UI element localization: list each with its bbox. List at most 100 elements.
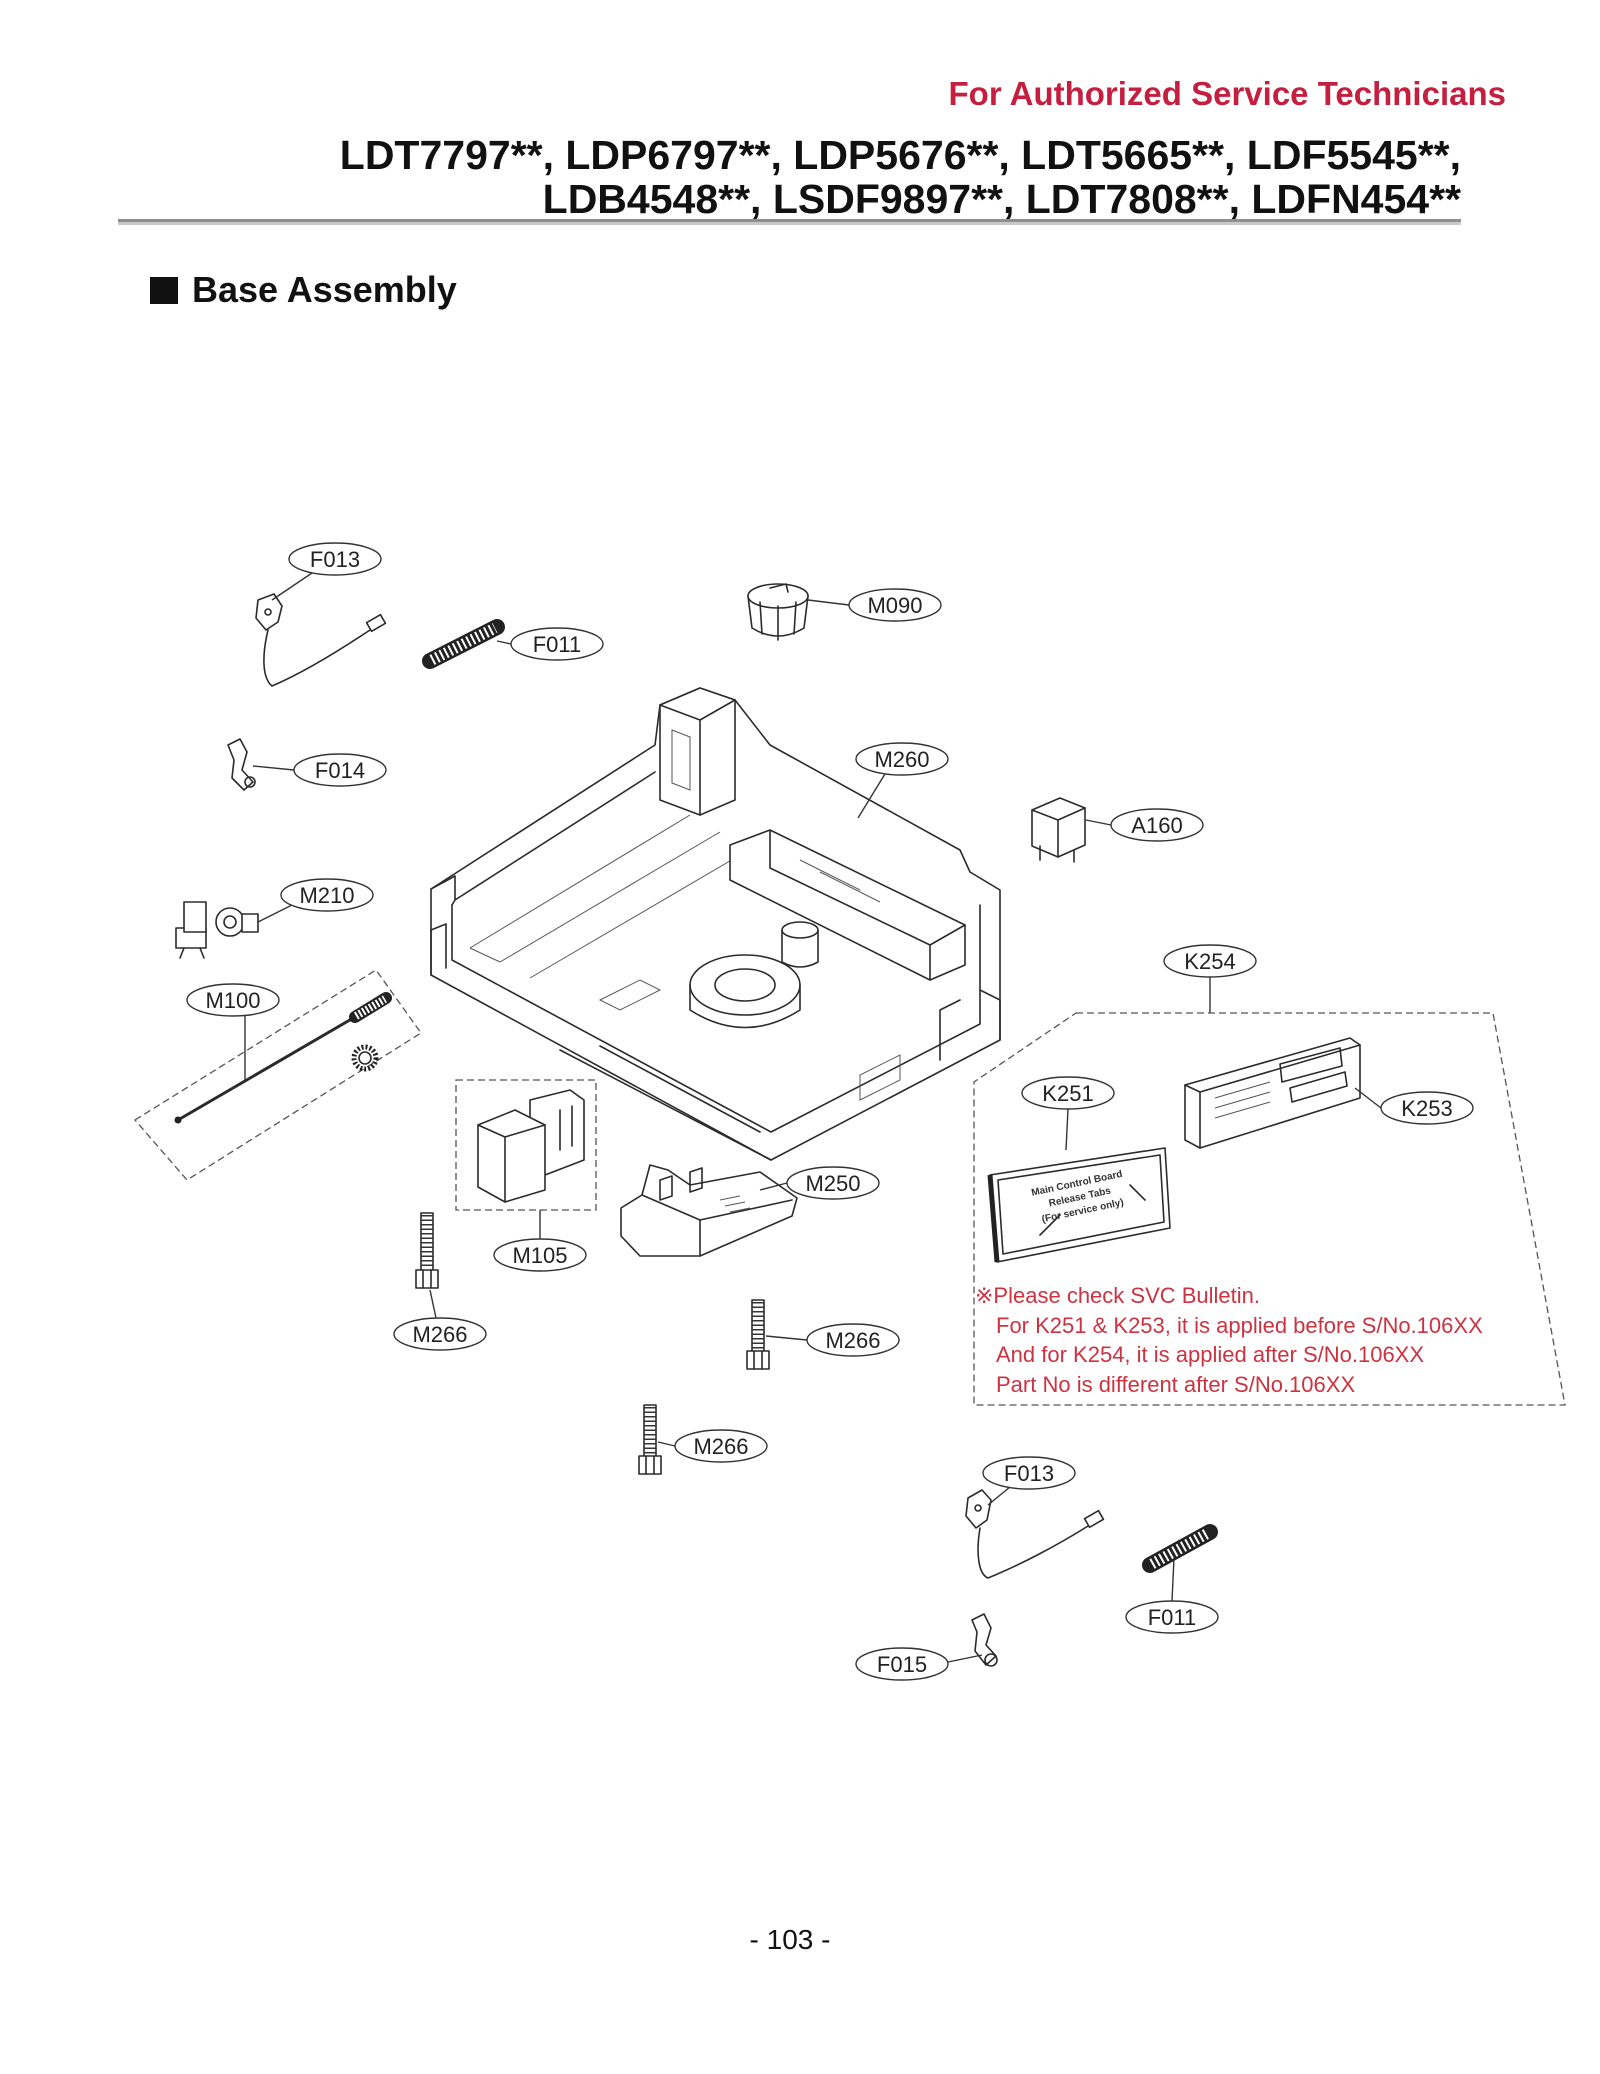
leader-line <box>252 765 295 771</box>
leader-line <box>807 599 850 606</box>
callout-bubble <box>288 542 382 576</box>
callout-label: M266 <box>693 1434 748 1459</box>
authorized-notice: For Authorized Service Technicians <box>948 75 1506 112</box>
leader-line <box>857 773 886 819</box>
leader-line <box>271 572 313 601</box>
callout-bubble <box>1110 808 1204 842</box>
callout-label: F011 <box>533 632 582 657</box>
leader-line <box>1171 1557 1175 1602</box>
leader-line <box>657 1441 676 1447</box>
callout-m210: M210 <box>280 878 374 912</box>
callout-label: M250 <box>805 1171 860 1196</box>
callout-f013: F013 <box>288 542 382 576</box>
leader-line <box>1085 819 1112 826</box>
callout-bubble <box>848 588 942 622</box>
callout-a160: A160 <box>1110 808 1204 842</box>
callout-m250: M250 <box>786 1166 880 1200</box>
callout-m266-left: M266 <box>393 1317 487 1351</box>
leader-line <box>429 1289 437 1319</box>
part-f011-ferrite-drawing <box>422 619 505 669</box>
part-f015-clip-drawing <box>971 1613 998 1667</box>
callout-label: K254 <box>1184 949 1235 974</box>
section-bullet-square <box>150 277 178 304</box>
note-line-2: For K251 & K253, it is applied before S/… <box>996 1313 1483 1338</box>
header-divider <box>118 219 1461 225</box>
leader-lines <box>244 572 1382 1663</box>
callout-bubble <box>186 983 280 1017</box>
leader-line <box>947 1654 983 1663</box>
callout-bubble <box>393 1317 487 1351</box>
part-m260-base-drawing <box>430 687 1001 1161</box>
leader-line <box>257 904 293 923</box>
part-m090-cap-drawing <box>747 583 809 641</box>
part-a160-module-drawing <box>1031 797 1086 863</box>
leader-line <box>1354 1087 1382 1109</box>
leader-line <box>765 1335 808 1341</box>
callout-bubble <box>1163 944 1257 978</box>
callout-label: K251 <box>1042 1081 1093 1106</box>
part-m266-screw-mid-drawing <box>746 1299 770 1370</box>
part-m250-tray-drawing <box>620 1164 798 1257</box>
callout-label: K253 <box>1401 1096 1452 1121</box>
note-line-1: ※Please check SVC Bulletin. <box>975 1283 1260 1308</box>
callout-label: F013 <box>1004 1461 1054 1486</box>
callout-label: M105 <box>512 1243 567 1268</box>
callout-bubble <box>786 1166 880 1200</box>
callout-label: F015 <box>877 1652 927 1677</box>
callout-k253: K253 <box>1380 1091 1474 1125</box>
callout-bubble <box>855 1647 949 1681</box>
callout-m090: M090 <box>848 588 942 622</box>
service-bulletin-note: ※Please check SVC Bulletin. For K251 & K… <box>975 1283 1483 1397</box>
model-list-line-1: LDT7797**, LDP6797**, LDP5676**, LDT5665… <box>339 132 1461 178</box>
callout-bubble <box>293 753 387 787</box>
callout-k251: K251 <box>1021 1076 1115 1110</box>
note-line-4: Part No is different after S/No.106XX <box>996 1372 1355 1397</box>
callout-label: F014 <box>315 758 365 783</box>
callout-f011-lower: F011 <box>1125 1600 1219 1634</box>
callout-bubble <box>982 1456 1076 1490</box>
callout-m100: M100 <box>186 983 280 1017</box>
callout-bubble <box>1021 1076 1115 1110</box>
callout-f011: F011 <box>510 627 604 661</box>
callout-m260: M260 <box>855 742 949 776</box>
part-f011-ferrite-lower-drawing <box>1142 1524 1218 1573</box>
callout-bubble <box>493 1238 587 1272</box>
callout-m105: M105 <box>493 1238 587 1272</box>
callout-label: M090 <box>867 593 922 618</box>
note-line-3: And for K254, it is applied after S/No.1… <box>996 1342 1424 1367</box>
leader-line <box>496 640 512 645</box>
callout-m266-bottom: M266 <box>674 1429 768 1463</box>
part-f013-sensor-lower-drawing <box>965 1489 1105 1579</box>
part-m266-screw-bottom-drawing <box>638 1404 662 1475</box>
callout-label: M266 <box>825 1328 880 1353</box>
callout-f014: F014 <box>293 753 387 787</box>
callout-k254: K254 <box>1163 944 1257 978</box>
section-title: Base Assembly <box>192 269 457 310</box>
callout-m266-mid: M266 <box>806 1323 900 1357</box>
callout-bubble <box>674 1429 768 1463</box>
callout-label: A160 <box>1131 813 1182 838</box>
part-m266-screw-left-drawing <box>415 1212 439 1289</box>
leader-line <box>1065 1108 1069 1151</box>
callout-label: M266 <box>412 1322 467 1347</box>
part-f013-sensor-drawing <box>255 593 387 687</box>
model-list-line-2: LDB4548**, LSDF9897**, LDT7808**, LDFN45… <box>542 176 1461 222</box>
leader-line <box>987 1486 1011 1506</box>
callout-bubble <box>510 627 604 661</box>
part-k251-board-cover-drawing: Main Control Board Release Tabs (For ser… <box>987 1147 1171 1263</box>
part-m105-block-drawing <box>455 1079 597 1211</box>
part-m100-rod-drawing <box>134 969 422 1181</box>
k254-group-outline <box>973 1012 1566 1406</box>
part-m210-valve-drawing <box>175 901 259 959</box>
part-k253-bracket-drawing <box>1184 1037 1361 1149</box>
callout-f013-lower: F013 <box>982 1456 1076 1490</box>
callout-bubble <box>1125 1600 1219 1634</box>
callout-f015: F015 <box>855 1647 949 1681</box>
callout-bubble <box>280 878 374 912</box>
callout-bubble <box>1380 1091 1474 1125</box>
callout-label: M260 <box>874 747 929 772</box>
callout-label: M100 <box>205 988 260 1013</box>
page-number: - 103 - <box>749 1924 831 1955</box>
callout-bubble <box>806 1323 900 1357</box>
